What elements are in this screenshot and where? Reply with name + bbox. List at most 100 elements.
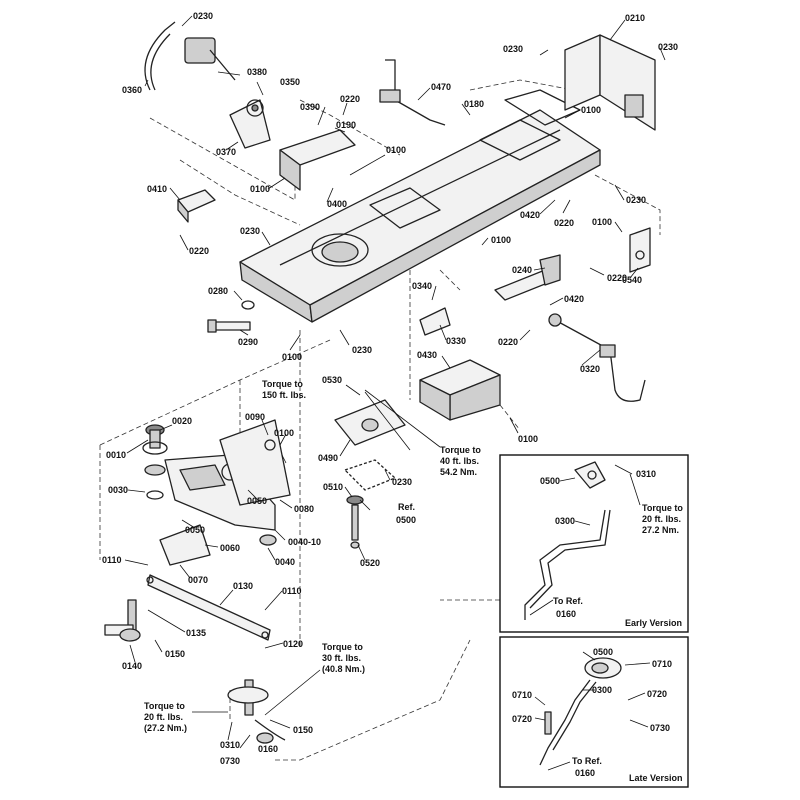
label-0390: 0390: [300, 102, 320, 112]
label-0040-10: 0040-10: [288, 537, 321, 547]
label-0150: 0150: [293, 725, 313, 735]
label-0240: 0240: [512, 265, 532, 275]
lever-0320: [548, 313, 646, 402]
label-0100: 0100: [282, 352, 302, 362]
label-0160: 0160: [258, 744, 278, 754]
label-0220: 0220: [340, 94, 360, 104]
note-torque-150: Torque to 150 ft. lbs.: [262, 379, 306, 400]
label-0190: 0190: [336, 120, 356, 130]
bracket-0330: [419, 307, 451, 336]
label-0300: 0300: [555, 516, 575, 526]
late-version-title: Late Version: [629, 773, 683, 783]
early-version-title: Early Version: [625, 618, 682, 628]
bracket-0060: [159, 524, 211, 566]
label-0430: 0430: [417, 350, 437, 360]
label-0110: 0110: [282, 586, 302, 596]
label-0310: 0310: [636, 469, 656, 479]
label-0360: 0360: [122, 85, 142, 95]
label-0730: 0730: [650, 723, 670, 733]
label-0110: 0110: [102, 555, 122, 565]
note-torque-40: Torque to 40 ft. lbs. 54.2 Nm.: [440, 445, 483, 477]
label-0220: 0220: [498, 337, 518, 347]
label-0340: 0340: [412, 281, 432, 291]
label-0140: 0140: [122, 661, 142, 671]
late-drag-link-0300: [539, 657, 622, 766]
label-0320: 0320: [580, 364, 600, 374]
label-0230: 0230: [626, 195, 646, 205]
label-0100: 0100: [491, 235, 511, 245]
label-0100: 0100: [274, 428, 294, 438]
label-0500: 0500: [540, 476, 560, 486]
label-0230: 0230: [193, 11, 213, 21]
label-0100: 0100: [518, 434, 538, 444]
label-0210: 0210: [625, 13, 645, 23]
label-0370: 0370: [216, 147, 236, 157]
bracket-0410: [177, 189, 216, 223]
label-0080: 0080: [294, 504, 314, 514]
note-early-ref: To Ref. 0160: [553, 596, 585, 619]
label-0100: 0100: [386, 145, 406, 155]
label-0380: 0380: [247, 67, 267, 77]
label-0230: 0230: [503, 44, 523, 54]
label-0220: 0220: [607, 273, 627, 283]
label-0230: 0230: [658, 42, 678, 52]
front-axle-0040: [164, 454, 277, 546]
label-0300: 0300: [592, 685, 612, 695]
note-ref-0500: Ref. 0500: [396, 502, 418, 525]
label-0120: 0120: [283, 639, 303, 649]
label-0220: 0220: [554, 218, 574, 228]
label-0710: 0710: [652, 659, 672, 669]
bracket-0190: [279, 129, 356, 191]
label-0510: 0510: [323, 482, 343, 492]
part-labels: 0230 0360 0380 0350 0370 0390 0220 0190 …: [102, 11, 678, 766]
label-0050: 0050: [185, 525, 205, 535]
bracket-0540: [629, 227, 651, 273]
label-0410: 0410: [147, 184, 167, 194]
early-drag-link-0300: [524, 461, 611, 620]
label-0230: 0230: [392, 477, 412, 487]
label-0135: 0135: [186, 628, 206, 638]
note-early-torque: Torque to 20 ft. lbs. 27.2 Nm.: [642, 503, 685, 535]
washers-0510: [346, 495, 364, 549]
label-0730: 0730: [220, 756, 240, 766]
axle-assembly-0030: [142, 424, 168, 500]
label-0290: 0290: [238, 337, 258, 347]
label-0720: 0720: [512, 714, 532, 724]
label-0710: 0710: [512, 690, 532, 700]
bracket-0210: [564, 34, 656, 131]
label-0720: 0720: [647, 689, 667, 699]
label-0150: 0150: [165, 649, 185, 659]
label-0010: 0010: [106, 450, 126, 460]
label-0220: 0220: [189, 246, 209, 256]
bracket-0370: [229, 99, 271, 149]
label-0350: 0350: [280, 77, 300, 87]
bracket-0240: [494, 254, 561, 301]
label-0090: 0090: [245, 412, 265, 422]
note-torque-20: Torque to 20 ft. lbs. (27.2 Nm.): [144, 701, 187, 733]
label-0280: 0280: [208, 286, 228, 296]
bracket-0490: [334, 399, 406, 446]
spindle-0160: [227, 679, 286, 744]
note-late-ref: To Ref. 0160: [572, 756, 604, 778]
label-0180: 0180: [464, 99, 484, 109]
label-0040: 0040: [275, 557, 295, 567]
label-0470: 0470: [431, 82, 451, 92]
label-0420: 0420: [564, 294, 584, 304]
label-0230: 0230: [352, 345, 372, 355]
bracket-0470: [379, 59, 446, 126]
spindle-0140: [104, 599, 141, 642]
label-0100: 0100: [592, 217, 612, 227]
note-torque-30: Torque to 30 ft. lbs. (40.8 Nm.): [322, 642, 365, 674]
torque-notes: Torque to 150 ft. lbs. Torque to 40 ft. …: [144, 379, 685, 778]
early-version-inset: [499, 454, 689, 633]
label-0100: 0100: [250, 184, 270, 194]
label-0070: 0070: [188, 575, 208, 585]
label-0490: 0490: [318, 453, 338, 463]
label-0330: 0330: [446, 336, 466, 346]
label-0230: 0230: [240, 226, 260, 236]
leader-lines: [124, 15, 666, 771]
tie-rod-0130: [146, 574, 271, 641]
label-0130: 0130: [233, 581, 253, 591]
bracket-0430: [419, 359, 501, 421]
